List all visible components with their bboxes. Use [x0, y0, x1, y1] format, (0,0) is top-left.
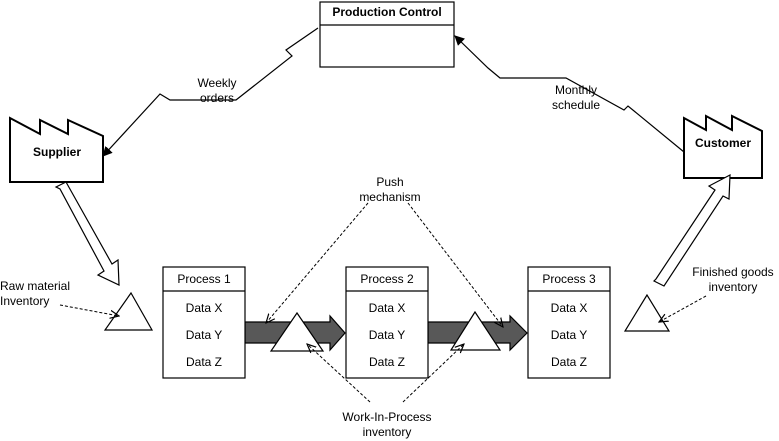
wip-inventory-triangle-2 — [449, 310, 502, 351]
process-1-data-z: Data Z — [185, 355, 222, 369]
monthly-schedule-flow-arrow — [454, 35, 685, 153]
supplier-shipment-arrow — [54, 181, 120, 286]
process-1-box — [162, 266, 246, 379]
wip-pointer-right — [402, 344, 464, 403]
process-3-data-z: Data Z — [550, 355, 587, 369]
production-control-box — [319, 1, 455, 68]
finished-goods-label: Finished goods inventory — [692, 265, 774, 294]
wip-label: Work-In-Process inventory — [342, 410, 432, 439]
process-2-box — [345, 266, 429, 379]
push-mechanism-label: Push mechanism — [359, 175, 421, 204]
process-3-title: Process 3 — [542, 272, 596, 286]
push-pointer-left — [266, 202, 369, 323]
customer-label: Customer — [694, 136, 751, 150]
process-1-data-x: Data X — [185, 301, 223, 315]
wip-pointer-left — [307, 344, 371, 403]
customer-shipment-arrow — [652, 173, 731, 287]
process-1-title: Process 1 — [177, 272, 231, 286]
process-2-title: Process 2 — [360, 272, 414, 286]
process-2-data-x: Data X — [368, 301, 406, 315]
finished-goods-pointer — [659, 295, 707, 322]
customer-factory-icon — [683, 114, 763, 179]
process-2-data-y: Data Y — [368, 328, 406, 342]
raw-material-pointer — [59, 304, 119, 316]
process-3-box — [527, 266, 611, 379]
process-1-data-y: Data Y — [185, 328, 223, 342]
production-control-label: Production Control — [332, 5, 442, 19]
weekly-orders-label: Weekly orders — [197, 76, 237, 105]
raw-material-label: Raw material Inventory — [0, 279, 71, 308]
wip-inventory-triangle-1 — [269, 311, 325, 352]
monthly-schedule-label: Monthly schedule — [551, 83, 601, 112]
weekly-orders-flow-arrow — [102, 27, 319, 157]
finished-goods-inventory-triangle — [623, 293, 671, 332]
process-2-data-z: Data Z — [368, 355, 405, 369]
supplier-label: Supplier — [32, 145, 81, 159]
supplier-factory-icon — [9, 116, 104, 183]
push-pointer-right — [407, 202, 503, 327]
process-3-data-y: Data Y — [550, 328, 588, 342]
raw-material-inventory-triangle — [103, 291, 154, 331]
process-3-data-x: Data X — [550, 301, 588, 315]
